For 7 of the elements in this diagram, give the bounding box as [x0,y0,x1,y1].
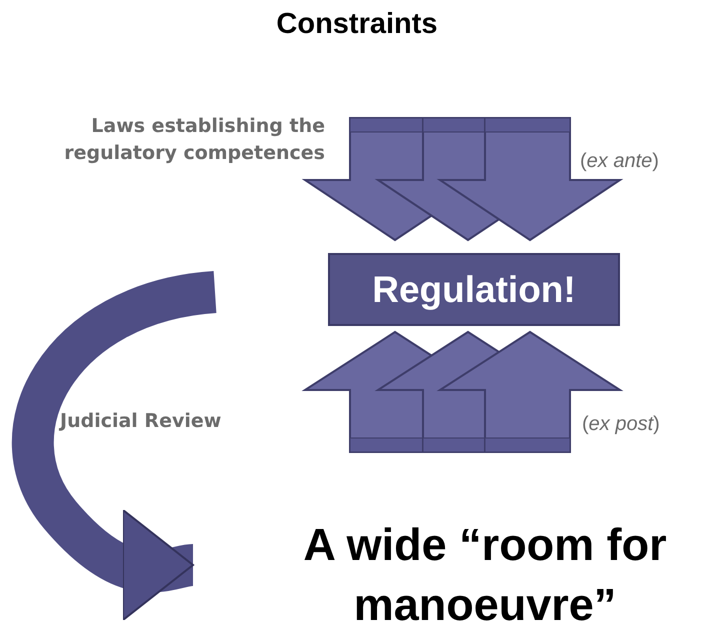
text-label: (ex ante) [580,149,660,174]
text-label: (ex post) [582,412,661,437]
title: Constraints [275,8,439,41]
text-label: Judicial Review [60,409,222,434]
text-label: Laws establishing the regulatory competences [63,114,325,166]
regulation-box: Regulation! [328,253,620,326]
outcome-text: A wide “room for manoeuvre” [265,515,705,626]
